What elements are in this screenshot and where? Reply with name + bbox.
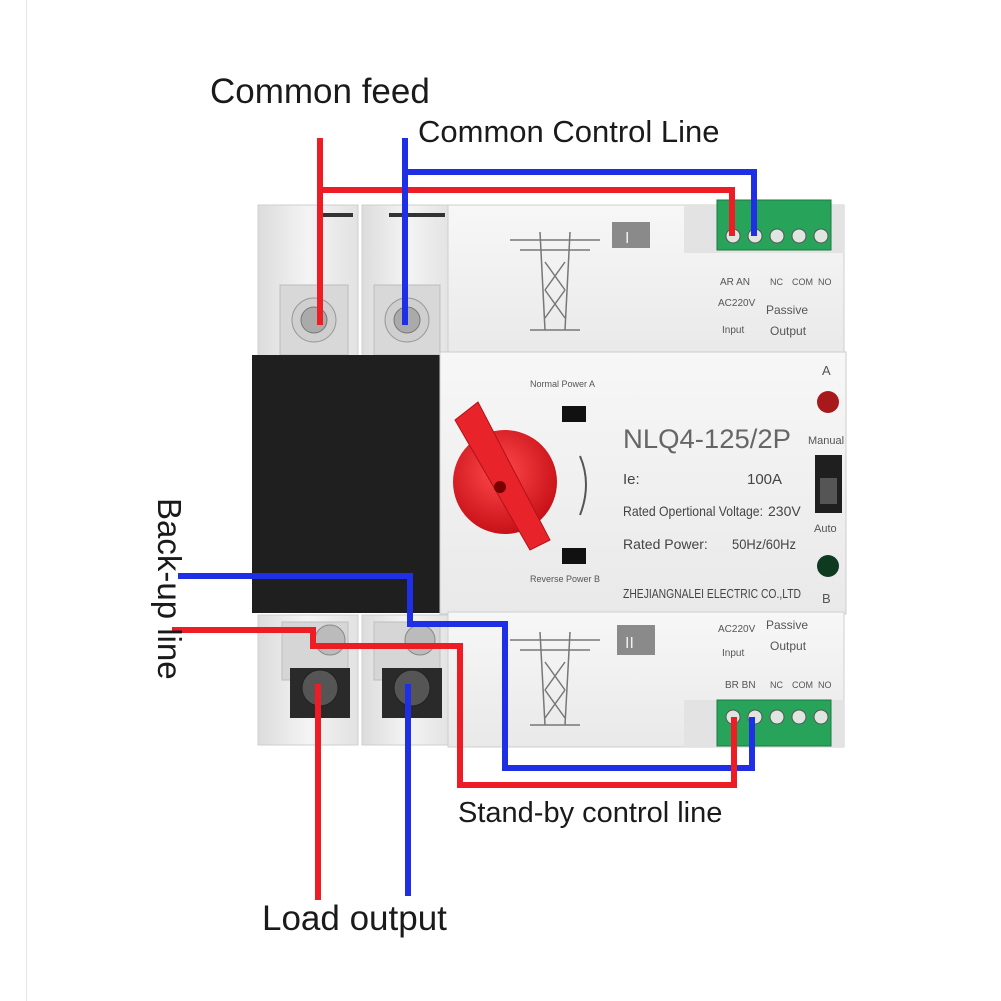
common-control-branch-wire [405,169,757,236]
bottom-input-voltage: AC220V [718,624,756,635]
pylon-icon [510,231,600,331]
position-window-a [562,406,586,422]
voltage-value: 230V [768,503,801,519]
load-output-label: Load output [262,899,447,938]
indicator-led-a [817,391,839,413]
top-no: NO [818,277,832,287]
indicator-led-b [817,555,839,577]
position-window-b [562,548,586,564]
reverse-power-label: Reverse Power B [530,574,600,584]
voltage-label: Rated Opertional Voltage: [623,503,763,519]
mode-auto-label: Auto [814,523,837,535]
common-feed-label: Common feed [210,72,430,111]
top-input-terminals: AR AN [720,277,750,288]
bottom-nc: NC [770,680,783,690]
power-value: 50Hz/60Hz [732,536,796,552]
bottom-input-label: Input [722,648,744,659]
backup-blue-wire [178,573,755,771]
indicator-b-label: B [822,591,831,606]
backup-line-label: Back-up line [151,498,188,680]
top-nc: NC [770,277,783,287]
top-com: COM [792,277,813,287]
top-output: Output [770,324,807,338]
bottom-passive: Passive [766,618,808,632]
module-roman-i: I [625,230,629,247]
page-edge-line [26,0,27,1001]
pole-housing-top [257,204,453,361]
standby-control-line-label: Stand-by control line [458,797,723,829]
manufacturer: ZHEJIANGNALEI ELECTRIC CO.,LTD [623,586,801,601]
model-number: NLQ4-125/2P [623,424,791,454]
breaker-black-block [252,355,444,613]
bottom-output: Output [770,639,807,653]
module-roman-ii: II [625,635,634,652]
normal-power-label: Normal Power A [530,379,595,389]
bottom-com: COM [792,680,813,690]
backup-red-wire [172,627,737,788]
rotation-arrow-icon [579,455,587,516]
mode-manual-label: Manual [808,435,844,447]
top-passive: Passive [766,303,808,317]
switch-handle [453,401,557,551]
common-feed-control-wire [320,187,735,236]
pylon-icon [510,631,600,726]
top-input-label: Input [722,325,744,336]
pole-housing-bottom [257,614,453,746]
bottom-no: NO [818,680,832,690]
ie-value: 100A [747,471,782,488]
common-control-line-label: Common Control Line [418,114,720,149]
top-input-voltage: AC220V [718,298,756,309]
bottom-input-terminals: BR BN [725,680,756,691]
power-label: Rated Power: [623,536,708,552]
ie-label: Ie: [623,471,640,488]
indicator-a-label: A [822,363,831,378]
